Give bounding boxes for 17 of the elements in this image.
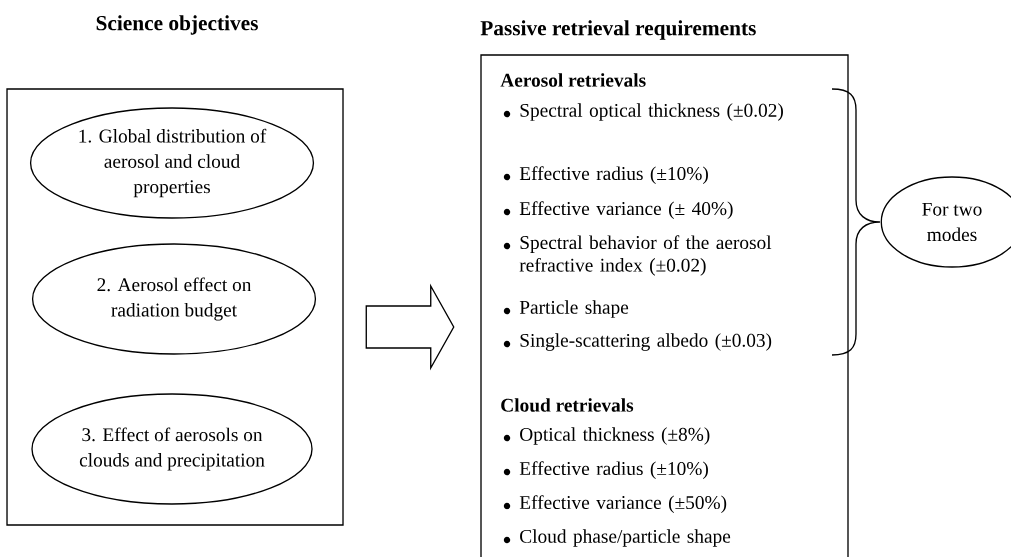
bullet-item: Effective variance (±50%) (503, 495, 727, 513)
bullet-item: Single-scattering albedo (±0.03) (503, 333, 772, 351)
column-title: Passive retrieval requirements (480, 20, 756, 40)
bullet-item: Effective variance (± 40%) (503, 201, 733, 219)
bullet-item: Particle shape (503, 300, 629, 318)
section-heading: Cloud retrievals (501, 398, 634, 412)
bullet-item: Effective radius (±10%) (503, 166, 708, 184)
bullet-item: Spectral optical thickness (±0.02) (503, 103, 783, 121)
panel-box (6, 15, 344, 526)
block-arrow (365, 283, 455, 371)
bullet-item: Optical thickness (±8%) (503, 427, 710, 445)
section-heading: Aerosol retrievals (500, 73, 646, 87)
bullet-item: Effective radius (±10%) (503, 461, 708, 479)
panel-box (480, 20, 849, 557)
column-title: Science objectives (96, 15, 258, 35)
bullet-item: Spectral behavior of the aerosol refractive index (±0.02) (503, 235, 772, 276)
bullet-item: Cloud phase/particle shape (503, 529, 731, 547)
